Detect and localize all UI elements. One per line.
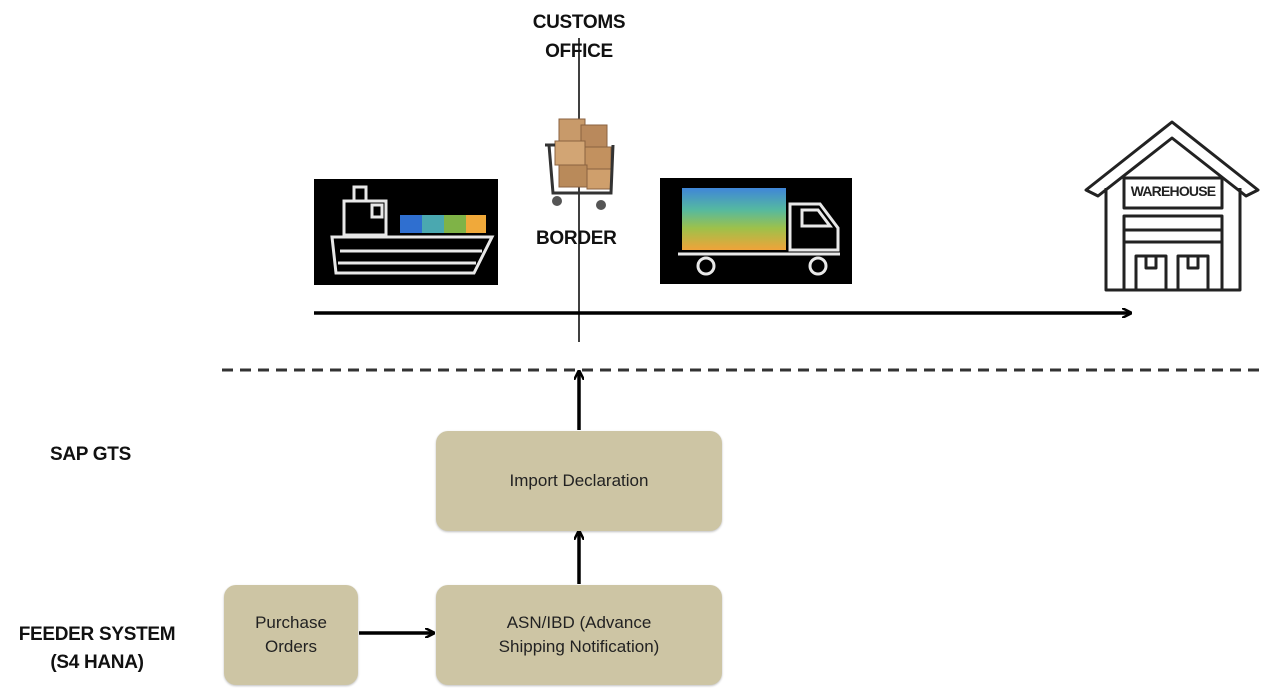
warehouse-icon: WAREHOUSE: [1084, 118, 1264, 294]
warehouse-sign-text: WAREHOUSE: [1130, 183, 1216, 199]
truck-icon: [660, 178, 852, 284]
purchase-orders-text: Purchase Orders: [255, 613, 327, 656]
asn-ibd-text: ASN/IBD (Advance Shipping Notification): [498, 613, 660, 656]
asn-ibd-box: ASN/IBD (Advance Shipping Notification): [436, 585, 722, 685]
import-declaration-box: Import Declaration: [436, 431, 722, 531]
purchase-orders-box: Purchase Orders: [224, 585, 358, 685]
import-declaration-text: Import Declaration: [509, 471, 649, 490]
ship-icon: [314, 179, 498, 285]
boxes-cart-icon: [541, 115, 617, 213]
feeder-system-label: FEEDER SYSTEM (S4 HANA): [18, 624, 176, 673]
customs-office-label: CUSTOMS OFFICE: [532, 12, 626, 62]
border-label: BORDER: [536, 228, 617, 249]
sap-gts-label: SAP GTS: [50, 444, 131, 465]
